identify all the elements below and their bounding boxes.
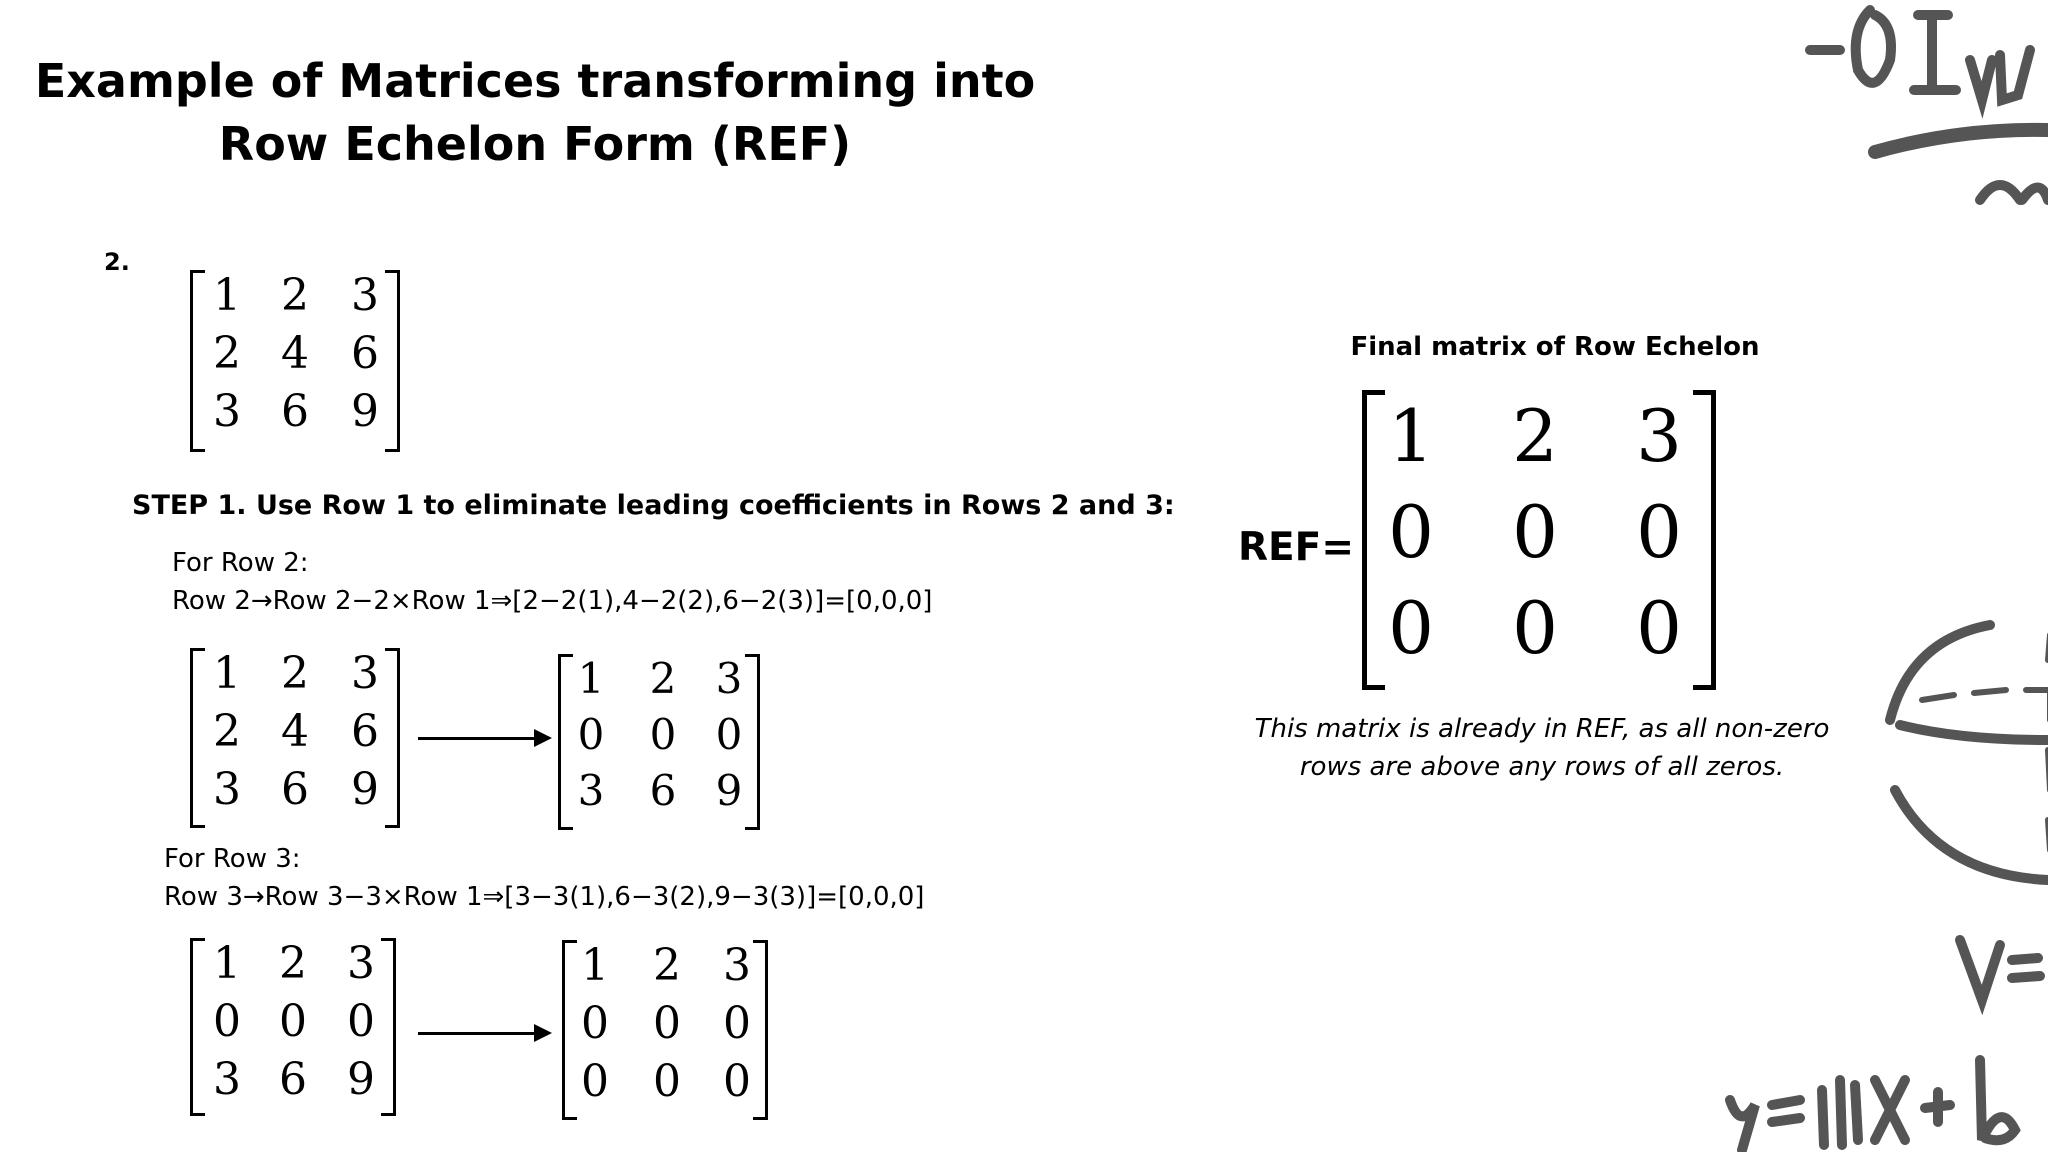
matrix-cell: 3 [723,940,751,991]
matrix-cell: 6 [351,328,379,379]
arrow-head-icon [534,729,552,747]
initial-matrix: 1 2 3 2 4 6 3 6 9 [190,270,400,452]
transform-arrow [418,737,538,740]
matrix-cell: 0 [1636,490,1682,574]
matrix-cell: 2 [653,940,681,991]
matrix-cell: 0 [581,1056,609,1107]
row2-before-matrix: 1 2 3 2 4 6 3 6 9 [190,648,400,828]
matrix-cell: 1 [213,648,241,699]
row3-before-matrix: 1 2 3 0 0 0 3 6 9 [190,938,396,1116]
matrix-cell: 3 [577,766,605,815]
matrix-cell: 3 [351,270,379,321]
matrix-cell: 2 [649,654,677,703]
row2-operation: Row 2→Row 2−2×Row 1⇒[2−2(1),4−2(2),6−2(3… [172,586,933,616]
final-caption: This matrix is already in REF, as all no… [1254,714,1830,782]
matrix-cell: 4 [281,706,309,757]
matrix-cell: 0 [1388,586,1434,670]
row3-label: For Row 3: [164,844,301,874]
matrix-cell: 6 [281,764,309,815]
matrix-cell: 0 [1512,586,1558,670]
matrix-cell: 2 [279,938,307,989]
matrix-cell: 0 [1388,490,1434,574]
matrix-cell: 9 [351,386,379,437]
matrix-cell: 1 [577,654,605,703]
arrow-head-icon [534,1024,552,1042]
matrix-cell: 0 [715,710,743,759]
matrix-cell: 3 [715,654,743,703]
problem-number: 2. [104,248,130,276]
matrix-cell: 9 [715,766,743,815]
row3-after-matrix: 1 2 3 0 0 0 0 0 0 [562,940,768,1120]
matrix-cell: 4 [281,328,309,379]
final-heading: Final matrix of Row Echelon [1350,332,1760,362]
matrix-cell: 3 [213,386,241,437]
handwritten-math-decoration [1725,5,2048,1152]
matrix-cell: 3 [213,764,241,815]
matrix-cell: 0 [1636,586,1682,670]
matrix-cell: 6 [279,1054,307,1105]
matrix-cell: 2 [1512,394,1558,478]
row3-operation: Row 3→Row 3−3×Row 1⇒[3−3(1),6−3(2),9−3(3… [164,882,925,912]
matrix-cell: 2 [213,706,241,757]
matrix-cell: 2 [281,648,309,699]
matrix-cell: 3 [213,1054,241,1105]
matrix-cell: 9 [347,1054,375,1105]
matrix-cell: 0 [723,998,751,1049]
ref-label: REF= [1238,525,1354,570]
row2-label: For Row 2: [172,548,309,578]
matrix-cell: 6 [649,766,677,815]
matrix-cell: 6 [351,706,379,757]
matrix-cell: 0 [653,1056,681,1107]
matrix-cell: 9 [351,764,379,815]
matrix-cell: 1 [1388,394,1434,478]
matrix-cell: 3 [1636,394,1682,478]
matrix-cell: 6 [281,386,309,437]
matrix-cell: 3 [347,938,375,989]
matrix-cell: 3 [351,648,379,699]
matrix-cell: 0 [581,998,609,1049]
final-ref-matrix: 1 2 3 0 0 0 0 0 0 [1362,390,1716,690]
transform-arrow [418,1032,538,1035]
matrix-cell: 1 [213,270,241,321]
matrix-cell: 1 [581,940,609,991]
matrix-cell: 0 [653,998,681,1049]
row2-after-matrix: 1 2 3 0 0 0 3 6 9 [558,654,760,830]
step1-heading: STEP 1. Use Row 1 to eliminate leading c… [132,490,1175,521]
matrix-cell: 2 [213,328,241,379]
matrix-cell: 0 [1512,490,1558,574]
matrix-cell: 0 [723,1056,751,1107]
matrix-cell: 0 [279,996,307,1047]
matrix-cell: 0 [213,996,241,1047]
page-title: Example of Matrices transforming into Ro… [34,54,1036,171]
matrix-cell: 1 [213,938,241,989]
matrix-cell: 0 [649,710,677,759]
matrix-cell: 0 [347,996,375,1047]
matrix-cell: 0 [577,710,605,759]
matrix-cell: 2 [281,270,309,321]
